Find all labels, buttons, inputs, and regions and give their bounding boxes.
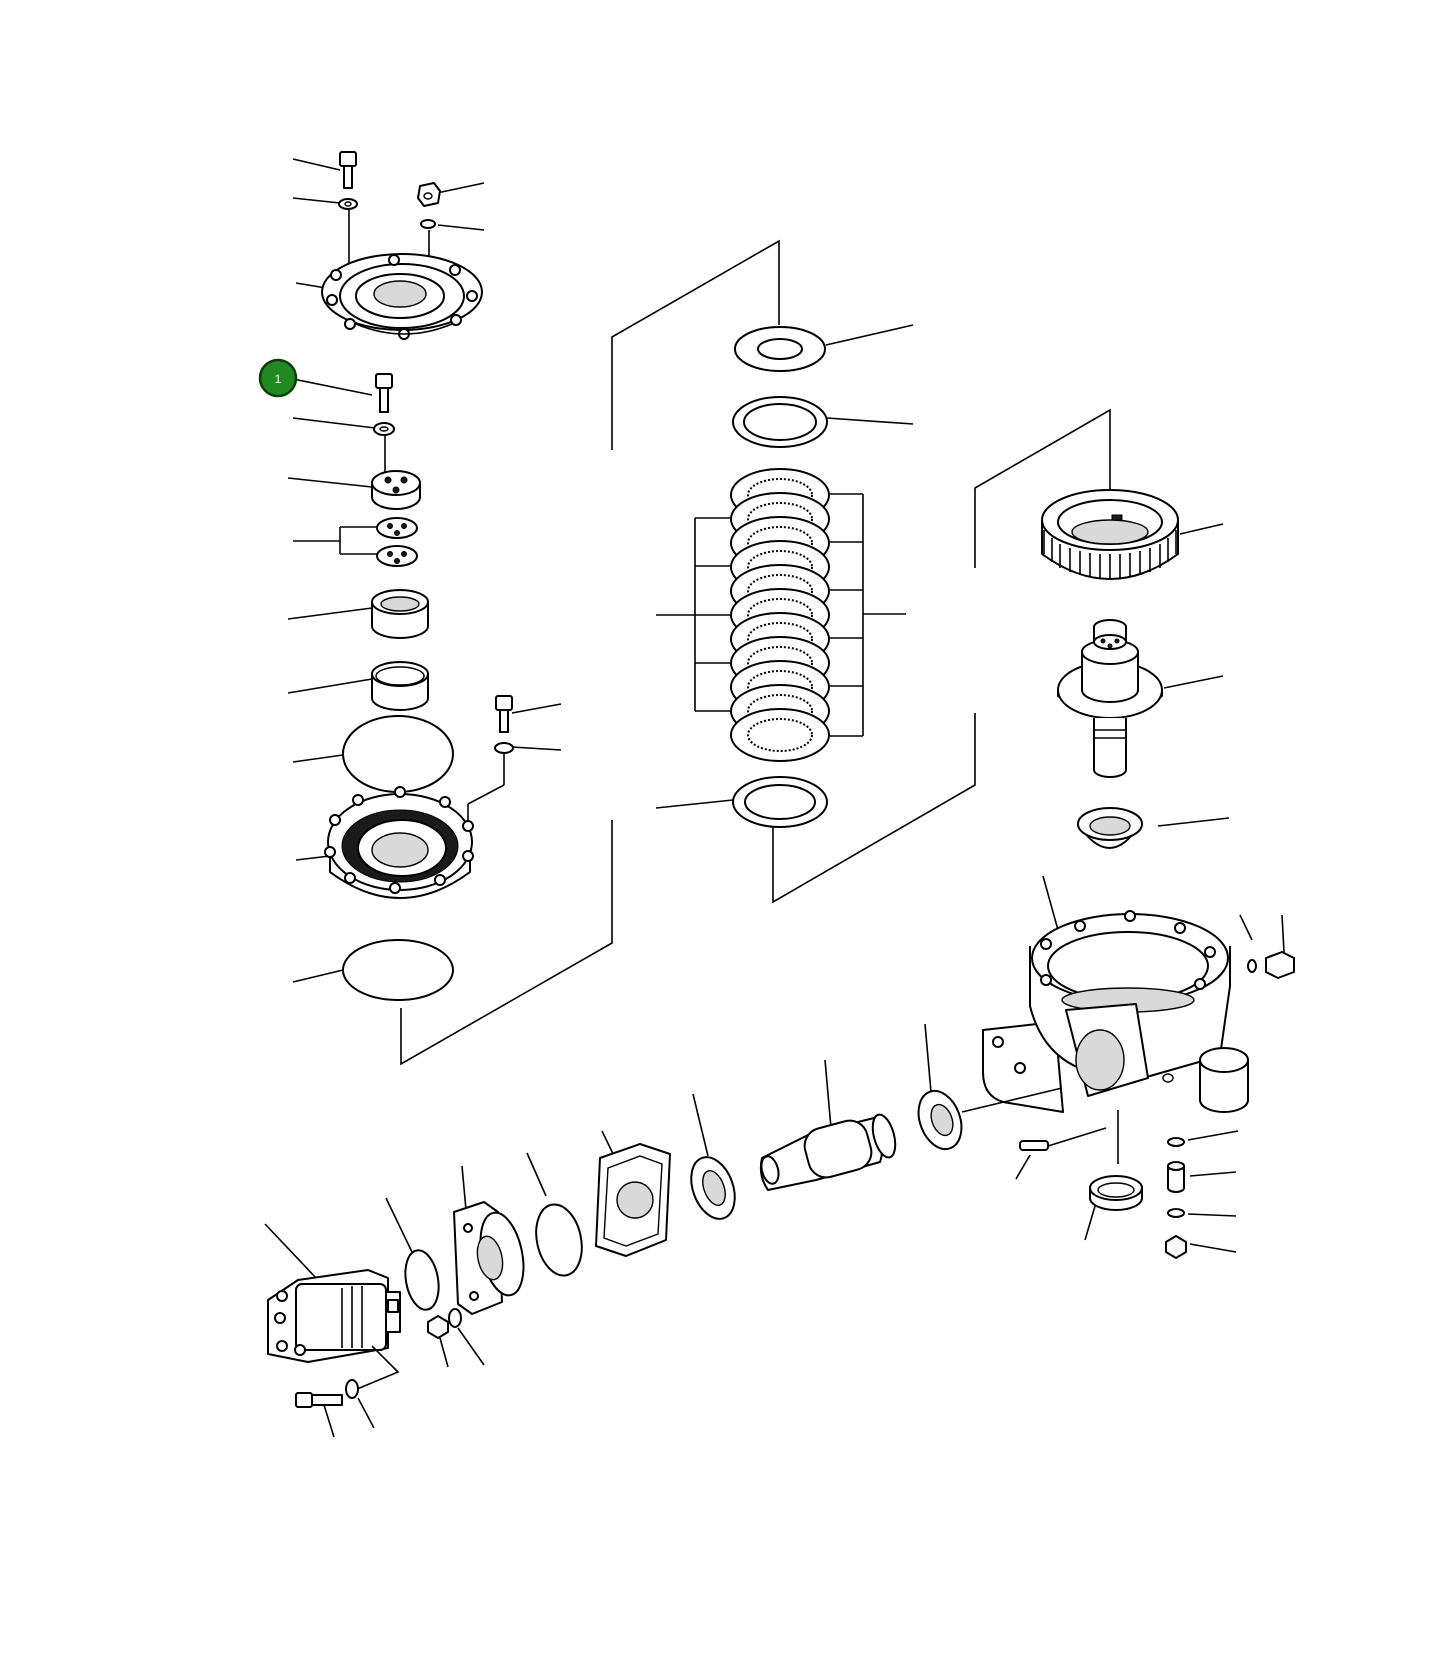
housing-pin <box>1015 1127 1107 1180</box>
thrust-plate-top <box>734 324 914 372</box>
input-bearing-left <box>690 1093 736 1220</box>
pressure-plate <box>732 396 914 448</box>
thrust-plate-bottom <box>655 713 976 904</box>
bearing-cone <box>287 589 429 639</box>
drain-fittings <box>1165 1130 1239 1259</box>
top-washer <box>292 197 358 272</box>
carrier-shaft <box>1057 619 1224 778</box>
top-nut <box>417 182 485 207</box>
hydraulic-motor <box>264 1223 401 1393</box>
o-ring-large-1 <box>292 715 454 793</box>
top-bolt <box>292 151 357 189</box>
bearing-cup <box>287 661 429 711</box>
gearbox-housing <box>982 875 1249 1164</box>
disc-group-bracket <box>611 239 780 450</box>
disc-11 <box>730 708 830 762</box>
left-group-bracket <box>400 820 613 1066</box>
housing-bolt <box>467 695 562 820</box>
motor-nut-washer <box>427 1308 485 1368</box>
bolt-callout-1 <box>292 373 393 413</box>
friction-disc-stack <box>656 468 906 762</box>
lower-bearing <box>1077 807 1230 849</box>
adapter-gasket <box>595 1130 671 1257</box>
top-cover <box>295 253 483 340</box>
adapter-o-ring <box>526 1152 583 1277</box>
motor-adapter-flange <box>453 1165 525 1315</box>
input-bearing-right <box>917 1023 1063 1151</box>
callout-1-badge[interactable]: 1 <box>258 358 298 398</box>
washer-2 <box>292 417 395 475</box>
retainer-plate <box>287 470 421 510</box>
shim-pair <box>293 517 418 567</box>
motor-bolt-washer <box>295 1379 375 1438</box>
breather-fitting <box>1239 914 1295 979</box>
motor-o-ring <box>385 1197 440 1311</box>
o-ring-large-2 <box>292 939 454 1001</box>
input-shaft <box>759 1059 897 1191</box>
brake-housing <box>295 786 474 899</box>
gear-group-bracket <box>974 408 1111 568</box>
housing-seal <box>1084 1175 1143 1241</box>
ring-gear <box>1041 489 1224 580</box>
